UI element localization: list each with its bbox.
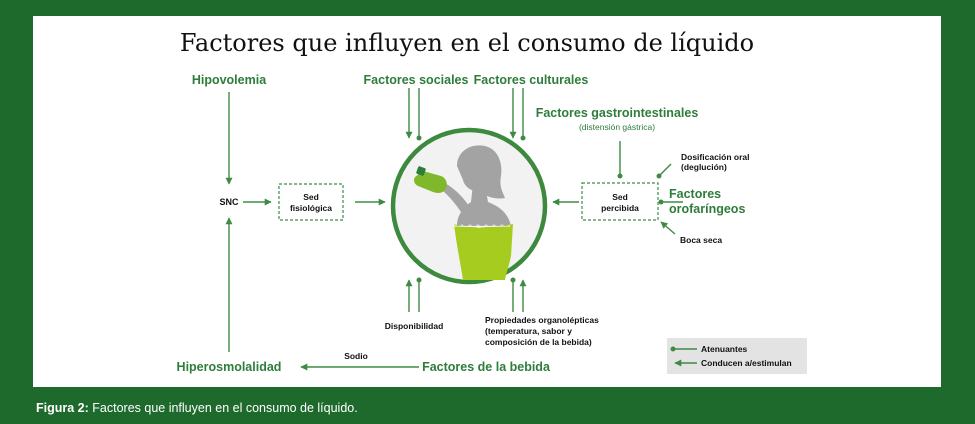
- label-factores-sociales: Factores sociales: [364, 73, 469, 87]
- box-sed-percibida: [581, 182, 659, 221]
- box-sed-fisiologica: [278, 183, 344, 221]
- arrow-dosificacion-orofaringeos: [656, 163, 672, 179]
- diagram-title: Factores que influyen en el consumo de l…: [180, 29, 754, 57]
- label-sed-percibida-2: percibida: [601, 203, 639, 213]
- label-distension-gastrica: (distensión gástrica): [579, 122, 655, 132]
- figure-caption-label: Figura 2:: [36, 401, 89, 415]
- label-sed-percibida-1: Sed: [612, 192, 628, 202]
- label-hiperosmolalidad: Hiperosmolalidad: [177, 360, 282, 374]
- label-factores-orofaringeos-2: orofaríngeos: [669, 202, 745, 216]
- label-factores-gastrointestinales: Factores gastrointestinales: [536, 106, 699, 120]
- label-boca-seca: Boca seca: [680, 235, 722, 245]
- thirst-factors-diagram: Factores que influyen en el consumo de l…: [177, 29, 807, 374]
- label-disponibilidad: Disponibilidad: [385, 321, 444, 331]
- label-propiedades-1: Propiedades organolépticas: [485, 315, 599, 325]
- label-factores-de-la-bebida: Factores de la bebida: [422, 360, 551, 374]
- diagram-panel: Factores que influyen en el consumo de l…: [33, 16, 941, 387]
- arrow-boca-seca-orofaringeos: [660, 221, 676, 235]
- legend-conducen-label: Conducen a/estimulan: [701, 358, 792, 368]
- label-sodio: Sodio: [344, 351, 368, 361]
- label-hipovolemia: Hipovolemia: [192, 73, 267, 87]
- label-factores-orofaringeos-1: Factores: [669, 187, 721, 201]
- legend-atenuantes-label: Atenuantes: [701, 344, 748, 354]
- label-sed-fisiologica-2: fisiológica: [290, 203, 332, 213]
- woman-drinking-icon: [390, 127, 548, 285]
- label-factores-culturales: Factores culturales: [474, 73, 589, 87]
- label-snc: SNC: [219, 197, 239, 207]
- legend-background: [667, 338, 807, 374]
- figure-caption: Figura 2: Factores que influyen en el co…: [36, 401, 358, 415]
- label-propiedades-2: (temperatura, sabor y: [485, 326, 572, 336]
- legend: Atenuantes Conducen a/estimulan: [667, 338, 807, 374]
- label-dosificacion-oral-2: (deglución): [681, 162, 727, 172]
- label-propiedades-3: composición de la bebida): [485, 337, 592, 347]
- figure-caption-text: Factores que influyen en el consumo de l…: [88, 401, 358, 415]
- label-dosificacion-oral-1: Dosificación oral: [681, 152, 750, 162]
- label-sed-fisiologica-1: Sed: [303, 192, 319, 202]
